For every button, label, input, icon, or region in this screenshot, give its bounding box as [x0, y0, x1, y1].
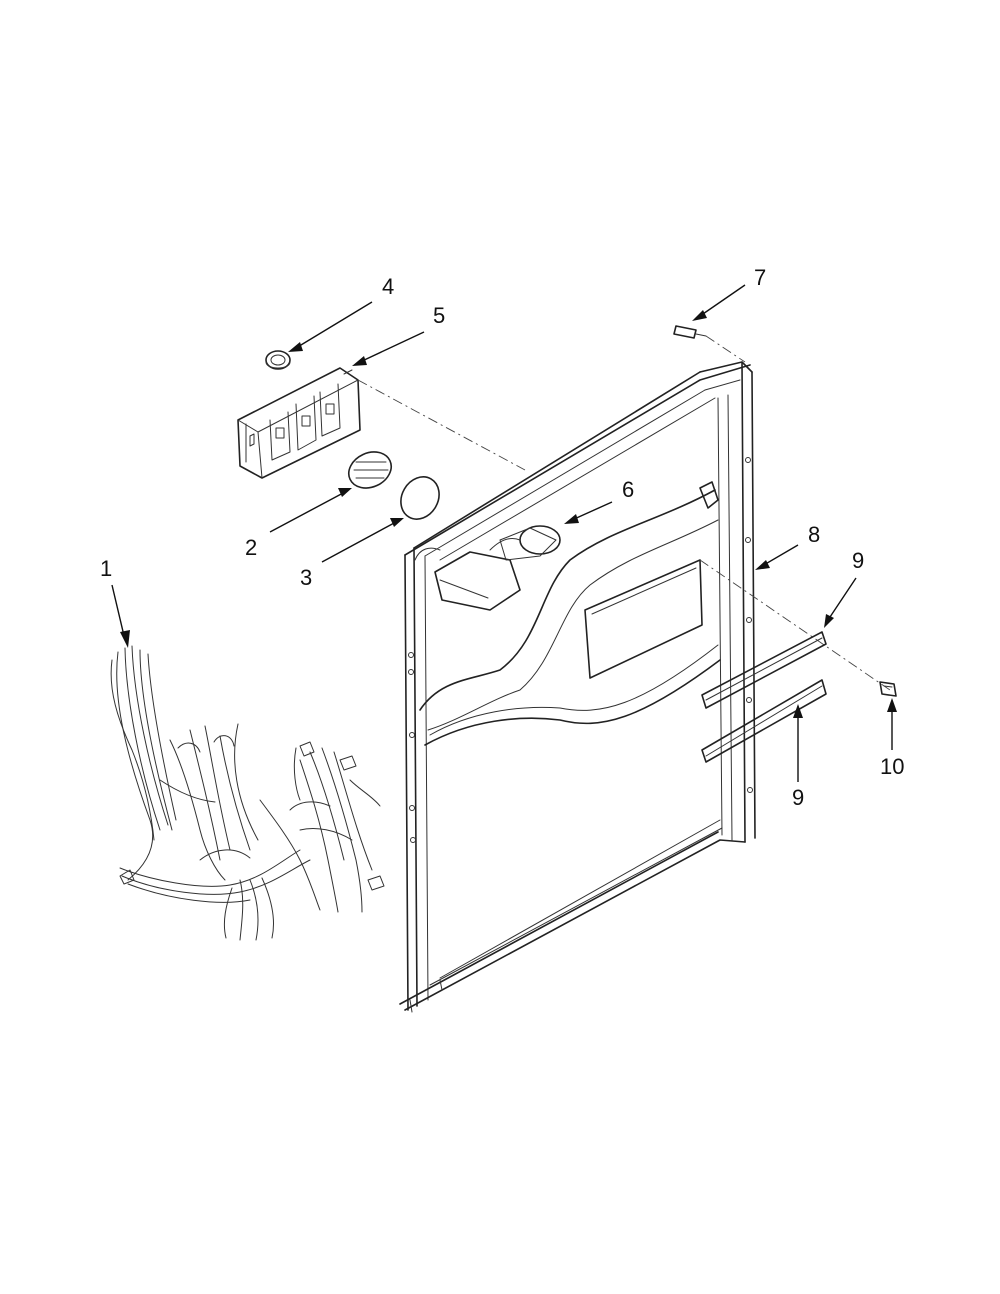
callout-3: 3 — [300, 518, 404, 590]
callout-10: 10 — [880, 698, 904, 779]
svg-text:3: 3 — [300, 565, 312, 590]
callout-1: 1 — [100, 556, 130, 648]
svg-text:5: 5 — [433, 303, 445, 328]
rail-lower-part — [701, 679, 827, 763]
control-module-part — [237, 367, 526, 479]
callout-5: 5 — [352, 303, 445, 366]
svg-text:2: 2 — [245, 535, 257, 560]
svg-text:6: 6 — [622, 477, 634, 502]
bolt-part — [879, 681, 897, 697]
wire-harness-part — [110, 645, 385, 941]
callout-4: 4 — [288, 274, 394, 352]
screw-part — [673, 325, 746, 363]
callout-6: 6 — [564, 477, 634, 524]
callout-9-lower: 9 — [792, 704, 804, 810]
svg-text:9: 9 — [792, 785, 804, 810]
door-panel-part — [399, 361, 891, 1013]
knob-part — [265, 350, 291, 370]
dispenser-motor-part — [489, 525, 561, 561]
svg-text:8: 8 — [808, 522, 820, 547]
callout-8: 8 — [755, 522, 820, 570]
callout-2: 2 — [245, 488, 352, 560]
callout-7: 7 — [692, 265, 766, 321]
svg-text:9: 9 — [852, 548, 864, 573]
button-cap-part — [348, 451, 392, 489]
svg-text:4: 4 — [382, 274, 394, 299]
svg-text:7: 7 — [754, 265, 766, 290]
rail-upper-part — [701, 631, 827, 709]
svg-text:10: 10 — [880, 754, 904, 779]
svg-text:1: 1 — [100, 556, 112, 581]
gasket-ring-part — [400, 476, 440, 520]
callout-9-upper: 9 — [824, 548, 864, 628]
